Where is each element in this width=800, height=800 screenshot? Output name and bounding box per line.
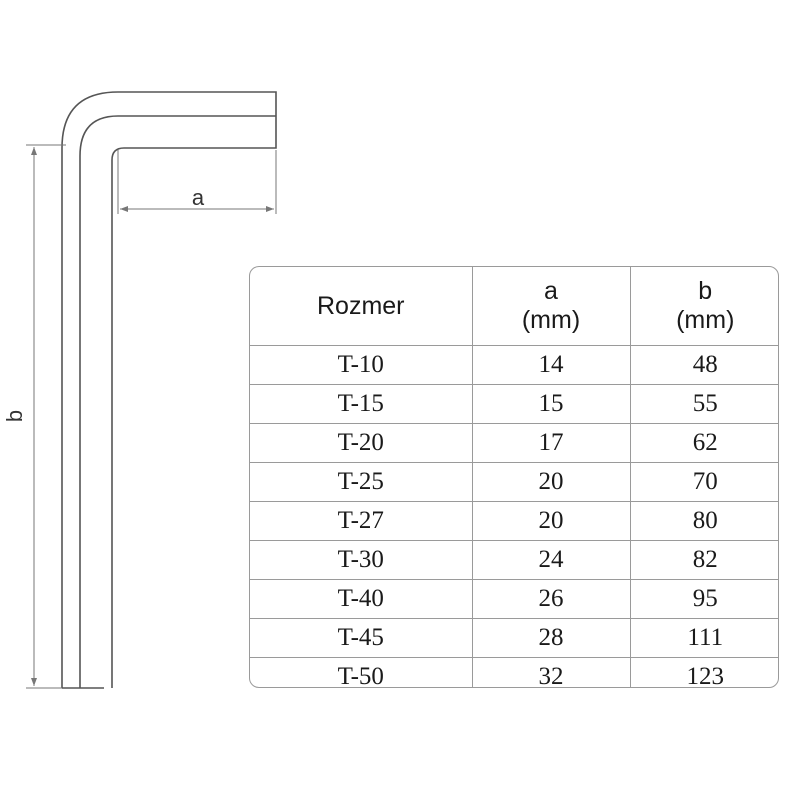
cell-b: 80	[630, 501, 778, 541]
cell-a: 20	[472, 501, 631, 541]
cell-size: T-50	[250, 657, 473, 687]
header-a: a (mm)	[472, 267, 631, 346]
header-b-name: b	[698, 277, 713, 305]
header-a-name: a	[544, 277, 558, 305]
header-b-unit: (mm)	[676, 306, 735, 334]
cell-b: 55	[630, 384, 778, 424]
cell-size: T-27	[250, 501, 473, 541]
dim-a-arrow-right	[266, 206, 274, 212]
key-inner-contour	[79, 115, 276, 688]
cell-a: 17	[472, 423, 631, 463]
cell-size: T-45	[250, 618, 473, 658]
cell-a: 26	[472, 579, 631, 619]
cell-a: 32	[472, 657, 631, 687]
cell-size: T-30	[250, 540, 473, 580]
cell-a: 15	[472, 384, 631, 424]
cell-a: 28	[472, 618, 631, 658]
dim-a-arrow-left	[120, 206, 128, 212]
cell-b: 82	[630, 540, 778, 580]
cell-b: 123	[686, 663, 725, 688]
cell-size: T-10	[250, 345, 473, 385]
cell-size: T-20	[250, 423, 473, 463]
cell-a: 20	[472, 462, 631, 502]
dim-a-label: a	[192, 185, 205, 210]
cell-a: 14	[472, 345, 631, 385]
header-a-unit: (mm)	[521, 306, 581, 334]
cell-a: 24	[472, 540, 631, 580]
cell-size: T-40	[250, 579, 473, 619]
dim-b-label: b	[2, 410, 27, 422]
cell-b: 111	[630, 618, 778, 658]
key-outer-contour	[61, 91, 277, 688]
cell-size: T-15	[250, 384, 473, 424]
cell-b: 48	[630, 345, 778, 385]
table-header-row: Rozmer a (mm) b (mm)	[250, 267, 778, 346]
header-b: b (mm)	[630, 267, 778, 346]
cell-b: 62	[630, 423, 778, 463]
dim-b-arrow-top	[31, 147, 37, 155]
header-size: Rozmer	[250, 267, 473, 346]
cell-b: 70	[630, 462, 778, 502]
header-size-name: Rozmer	[316, 291, 405, 320]
cell-b: 95	[630, 579, 778, 619]
cell-size: T-25	[250, 462, 473, 502]
dim-b-arrow-bottom	[31, 678, 37, 686]
